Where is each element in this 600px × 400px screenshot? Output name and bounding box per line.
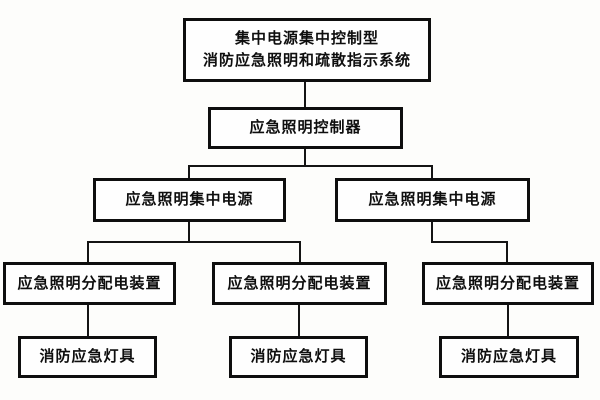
node-central-power-right: 应急照明集中电源 xyxy=(335,178,530,222)
node-system-root-line1: 集中电源集中控制型 xyxy=(234,29,379,48)
connector-central-power-right-stem xyxy=(431,222,433,242)
connector-drop-distribution-right xyxy=(506,241,508,262)
node-distribution-middle: 应急照明分配电装置 xyxy=(212,262,387,305)
connector-root-controller xyxy=(304,82,306,107)
connector-distribution-right-lamp xyxy=(507,305,509,336)
connector-drop-distribution-middle xyxy=(299,241,301,262)
node-lamp-right-label: 消防应急灯具 xyxy=(460,347,557,366)
connector-distribution-left-lamp xyxy=(87,305,89,336)
node-distribution-left: 应急照明分配电装置 xyxy=(3,262,176,305)
connector-central-power-left-crossbar xyxy=(87,241,301,243)
connector-central-power-left-stem xyxy=(188,222,190,242)
connector-drop-central-power-left xyxy=(188,165,190,178)
node-system-root-line2: 消防应急照明和疏散指示系统 xyxy=(202,51,411,69)
connector-central-power-right-jog xyxy=(431,241,508,243)
node-controller: 应急照明控制器 xyxy=(208,107,403,149)
node-lamp-middle-label: 消防应急灯具 xyxy=(250,347,347,366)
node-system-root: 集中电源集中控制型 消防应急照明和疏散指示系统 xyxy=(183,18,431,82)
node-lamp-middle: 消防应急灯具 xyxy=(229,336,368,378)
connector-drop-central-power-right xyxy=(431,165,433,178)
node-distribution-right: 应急照明分配电装置 xyxy=(422,262,594,305)
node-central-power-left-label: 应急照明集中电源 xyxy=(125,190,254,209)
connector-controller-stem xyxy=(304,149,306,167)
node-controller-label: 应急照明控制器 xyxy=(249,118,362,137)
node-central-power-right-label: 应急照明集中电源 xyxy=(368,190,497,209)
node-distribution-right-label: 应急照明分配电装置 xyxy=(435,273,580,292)
node-lamp-right: 消防应急灯具 xyxy=(439,336,579,378)
connector-controller-crossbar xyxy=(188,165,433,167)
node-lamp-left-label: 消防应急灯具 xyxy=(39,347,136,366)
node-central-power-left: 应急照明集中电源 xyxy=(93,178,286,222)
node-distribution-left-label: 应急照明分配电装置 xyxy=(17,273,162,292)
connector-distribution-middle-lamp xyxy=(298,305,300,336)
node-distribution-middle-label: 应急照明分配电装置 xyxy=(227,273,372,292)
connector-drop-distribution-left xyxy=(87,241,89,262)
node-lamp-left: 消防应急灯具 xyxy=(18,336,157,378)
